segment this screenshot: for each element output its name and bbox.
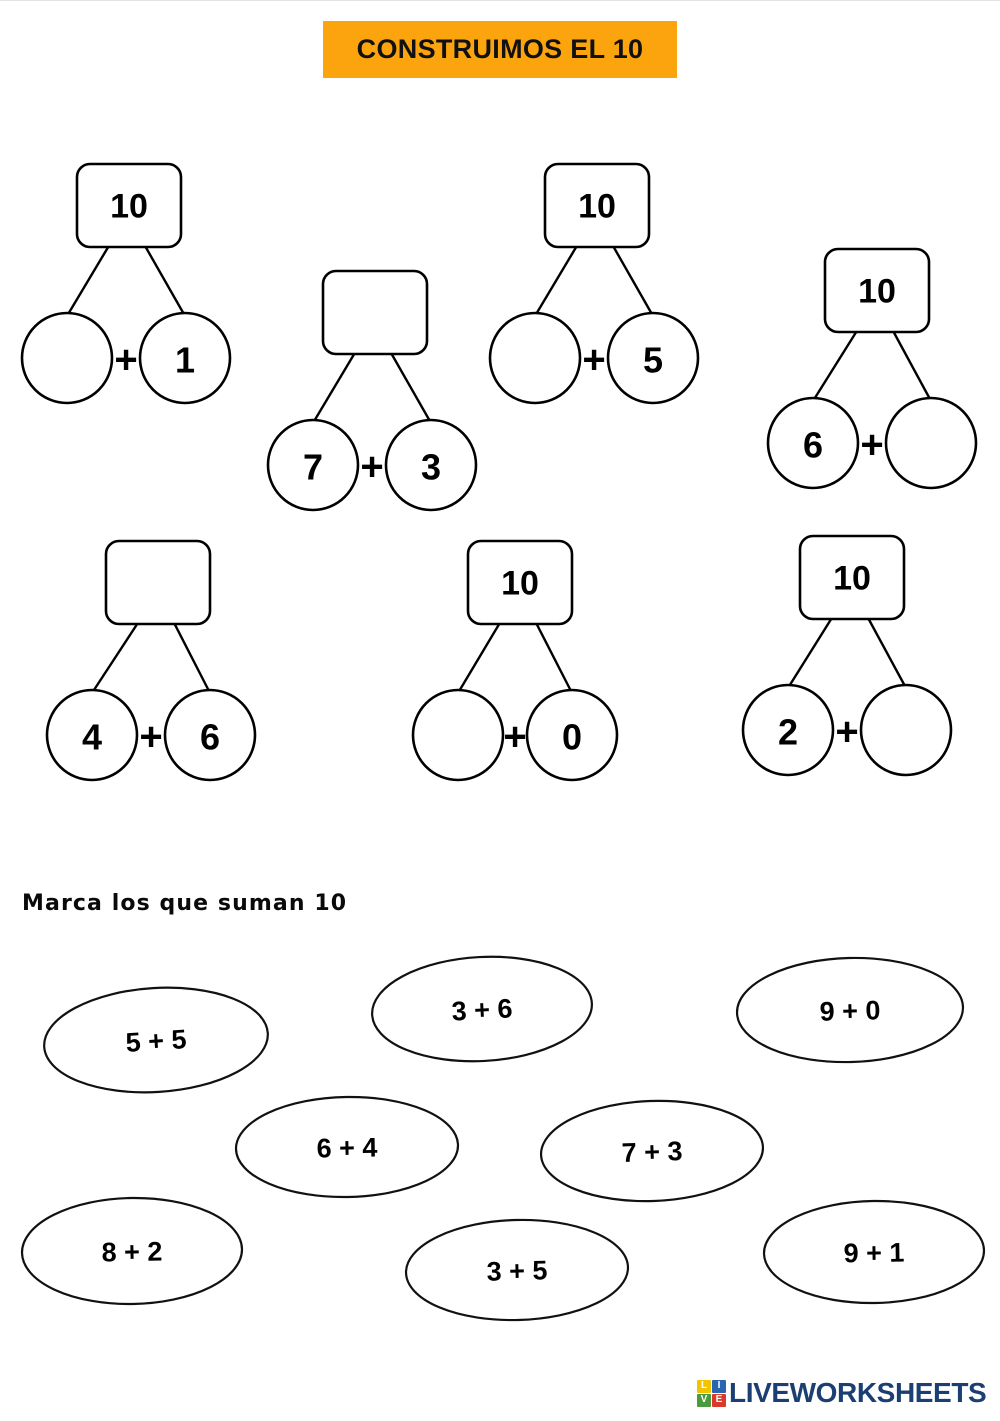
sum-option[interactable]: 6 + 4: [231, 1091, 463, 1203]
number-bond: 10 2 +: [730, 528, 980, 788]
bond-part-circle-right-blank[interactable]: [859, 683, 953, 777]
bond-part-circle-left[interactable]: [45, 688, 139, 782]
sum-option-label: 5 + 5: [125, 1024, 188, 1058]
logo-tile-e: E: [712, 1393, 726, 1407]
number-bond: 7 3 +: [258, 263, 508, 523]
bond-part-value-right: 6: [200, 717, 220, 758]
logo-tile-i: I: [712, 1379, 726, 1393]
bond-connector-line: [612, 246, 655, 317]
sum-option-ellipse[interactable]: [762, 1199, 986, 1305]
bond-part-value-right: 3: [421, 447, 441, 488]
bond-whole-box[interactable]: [543, 162, 651, 249]
bond-part-value-left: 4: [82, 717, 102, 758]
bond-whole-value: 10: [833, 560, 871, 598]
bond-part-circle-left-blank[interactable]: [488, 311, 582, 405]
bond-whole-box[interactable]: [798, 534, 906, 621]
logo-tile-l: L: [697, 1379, 711, 1393]
number-bond: 10 6 +: [755, 241, 1000, 501]
bond-whole-box[interactable]: [75, 162, 183, 249]
bond-part-value-left: 6: [803, 425, 823, 466]
bond-part-circle-left-blank[interactable]: [411, 688, 505, 782]
instruction-text: Marca los que suman 10: [22, 891, 348, 916]
bond-part-value-right: 5: [643, 340, 663, 381]
bond-part-value-right: 0: [562, 717, 582, 758]
sum-option-label: 9 + 1: [843, 1238, 904, 1269]
bond-plus-sign: +: [582, 338, 605, 382]
bond-whole-value: 10: [858, 273, 896, 311]
bond-whole-box-blank[interactable]: [321, 269, 429, 356]
sum-option-ellipse[interactable]: [369, 951, 594, 1066]
bond-plus-sign: +: [835, 710, 858, 754]
bond-connector-line: [867, 618, 908, 689]
sum-option-label: 6 + 4: [316, 1132, 377, 1163]
sum-option-label: 7 + 3: [621, 1136, 683, 1168]
sum-option-label: 8 + 2: [101, 1236, 162, 1267]
bond-plus-sign: +: [139, 715, 162, 759]
bond-whole-value: 10: [501, 565, 539, 603]
sum-option-label: 9 + 0: [819, 995, 881, 1027]
logo-wordmark: LIVEWORKSHEETS: [729, 1377, 987, 1408]
bond-part-circle-left[interactable]: [266, 418, 360, 512]
bond-part-circle-right-blank[interactable]: [884, 396, 978, 490]
sum-option-ellipse[interactable]: [41, 981, 271, 1098]
bond-connector-line: [811, 331, 858, 402]
page-title: CONSTRUIMOS EL 10: [356, 34, 644, 64]
bond-connector-line: [173, 623, 212, 694]
bond-plus-sign: +: [860, 423, 883, 467]
bond-part-value-right: 1: [175, 340, 195, 381]
bond-connector-line: [456, 623, 501, 694]
number-bond: 10 5 +: [485, 156, 735, 416]
bond-part-circle-right[interactable]: [384, 418, 478, 512]
worksheet-title-banner: CONSTRUIMOS EL 10: [323, 21, 677, 78]
bond-whole-box-blank[interactable]: [104, 539, 212, 626]
bond-plus-sign: +: [503, 715, 526, 759]
sum-option[interactable]: 3 + 6: [365, 947, 599, 1071]
bond-part-circle-right[interactable]: [163, 688, 257, 782]
bond-whole-value: 10: [578, 188, 616, 226]
bond-part-circle-left[interactable]: [741, 683, 835, 777]
bond-part-circle-right[interactable]: [606, 311, 700, 405]
logo-tile-v: V: [697, 1393, 711, 1407]
bond-plus-sign: +: [114, 338, 137, 382]
bond-connector-line: [533, 246, 578, 317]
bond-connector-line: [144, 246, 187, 317]
bond-connector-line: [390, 353, 433, 424]
sum-option-ellipse[interactable]: [539, 1097, 765, 1205]
sum-option-label: 3 + 5: [486, 1255, 548, 1287]
number-bond: 10 0 +: [404, 533, 654, 793]
sum-option[interactable]: 9 + 1: [759, 1195, 989, 1308]
bond-part-value-left: 2: [778, 712, 798, 753]
number-bond: 4 6 +: [38, 533, 288, 793]
sum-option[interactable]: 5 + 5: [37, 977, 275, 1103]
number-bond: 10 1 +: [10, 156, 260, 416]
bond-whole-box[interactable]: [466, 539, 574, 626]
sum-option-ellipse[interactable]: [234, 1095, 460, 1199]
bond-connector-line: [535, 623, 574, 694]
bond-part-circle-left-blank[interactable]: [20, 311, 114, 405]
bond-whole-box[interactable]: [823, 247, 931, 334]
bond-part-circle-right[interactable]: [138, 311, 232, 405]
bond-part-circle-left[interactable]: [766, 396, 860, 490]
sum-option-ellipse[interactable]: [404, 1217, 630, 1323]
sum-option[interactable]: 7 + 3: [535, 1093, 769, 1209]
bond-connector-line: [786, 618, 833, 689]
bond-connector-line: [65, 246, 110, 317]
bond-plus-sign: +: [360, 445, 383, 489]
sum-option[interactable]: 8 + 2: [17, 1192, 247, 1310]
bond-whole-value: 10: [110, 188, 148, 226]
sum-option-ellipse[interactable]: [20, 1196, 244, 1306]
sum-option-label: 3 + 6: [451, 993, 513, 1026]
bond-part-value-left: 7: [303, 447, 323, 488]
bond-connector-line: [311, 353, 356, 424]
sum-option[interactable]: 9 + 0: [732, 951, 969, 1069]
sum-option-ellipse[interactable]: [735, 955, 965, 1065]
bond-connector-line: [892, 331, 933, 402]
bond-connector-line: [90, 623, 139, 694]
bond-part-circle-right[interactable]: [525, 688, 619, 782]
sum-option[interactable]: 3 + 5: [401, 1213, 634, 1327]
